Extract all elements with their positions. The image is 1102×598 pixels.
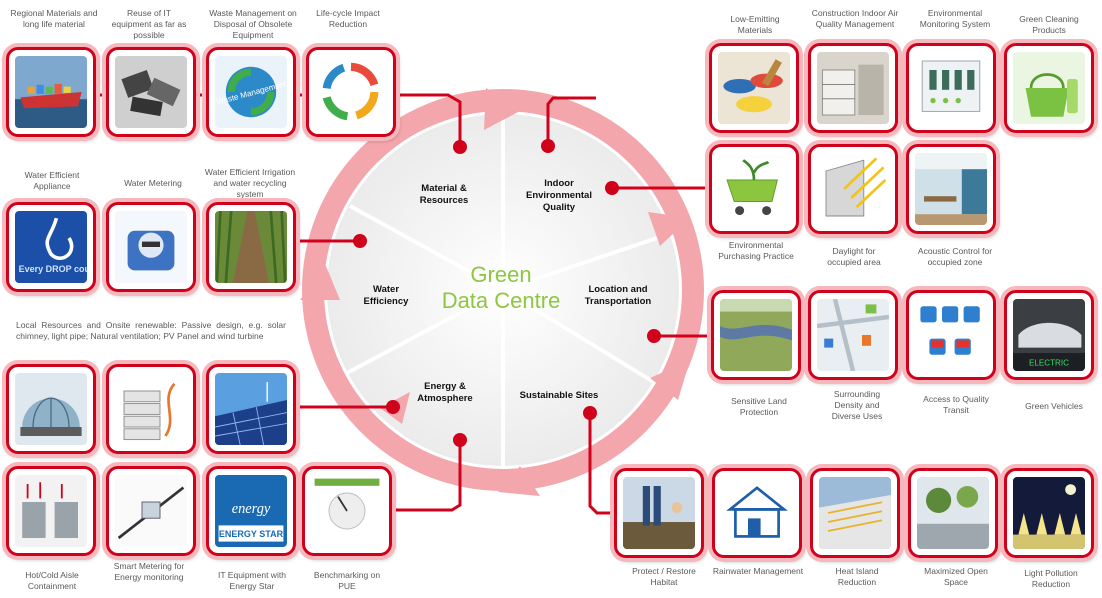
label-green-vehicles: Green Vehicles [1025,401,1083,411]
electric-text: ELECTRIC [1029,359,1069,368]
tile-acoustic-control [906,144,996,234]
label-smart-metering: Smart Metering for Energy monitoring [113,561,185,582]
tile-protect-habitat [614,468,704,558]
label-rainwater-management: Rainwater Management [712,566,804,576]
label-green-cleaning: Green Cleaning Products [1019,14,1079,35]
label-low-emitting: Low-Emitting Materials [730,14,780,35]
tile-construction-iaq [808,43,898,133]
label-surrounding-density: Surrounding Density and Diverse Uses [831,389,883,421]
tile-water-efficient-appliance: Every DROP counts [6,202,96,292]
center-title-line2: Data Centre [441,288,561,313]
tile-open-space [908,468,998,558]
tile-low-emitting [709,43,799,133]
label-construction-iaq: Construction Indoor Air Quality Manageme… [811,8,899,29]
label-waste-management: Waste Management on Disposal of Obsolete… [209,8,297,40]
tile-green-vehicles: ELECTRIC [1004,290,1094,380]
tile-heat-island [810,468,900,558]
tile-environmental-purchasing [709,144,799,234]
label-local-resources-note: Local Resources and Onsite renewable: Pa… [16,320,286,341]
label-environmental-monitoring: Environmental Monitoring System [919,8,991,29]
label-sensitive-land: Sensitive Land Protection [731,396,787,417]
tile-green-cleaning [1004,43,1094,133]
center-title-line1: Green [470,262,532,287]
tile-reuse-it [106,47,196,137]
tile-access-transit [906,290,996,380]
label-protect-habitat: Protect / Restore Habitat [632,566,696,587]
tile-sensitive-land [711,290,801,380]
label-lifecycle-impact: Life-cycle Impact Reduction [316,8,380,29]
label-reuse-it: Reuse of IT equipment as far as possible [111,8,187,40]
tile-regional-materials [6,47,96,137]
tile-passive-design [6,364,96,454]
tile-waste-management: Waste Management [206,47,296,137]
tile-energy-star: energy ENERGY STAR [206,466,296,556]
energy-logo-text: energy [232,501,271,517]
tile-hot-cold-aisle [6,466,96,556]
every-drop-text: Every DROP counts [19,264,87,274]
segment-energy-atmosphere: Energy & Atmosphere [417,381,473,404]
segment-location-transportation: Location and Transportation [584,284,652,307]
segment-water-efficiency: Water Efficiency [363,284,409,307]
tile-light-pollution [1004,468,1094,558]
tile-water-irrigation [206,202,296,292]
label-access-transit: Access to Quality Transit [923,394,989,415]
tile-rainwater-management [712,468,802,558]
tile-benchmarking-pue [302,466,392,556]
center-title: Green Data Centre [431,262,571,314]
label-benchmarking-pue: Benchmarking on PUE [313,570,381,591]
segment-sustainable-sites: Sustainable Sites [519,390,599,401]
label-it-energy-star: IT Equipment with Energy Star [218,570,286,591]
label-acoustic-control: Acoustic Control for occupied zone [917,246,993,267]
tile-water-metering [106,202,196,292]
tile-pv-panel-wind-turbine [206,364,296,454]
label-water-efficient-appliance: Water Efficient Appliance [24,170,80,191]
label-water-metering: Water Metering [124,178,182,188]
tile-daylight [808,144,898,234]
label-heat-island: Heat Island Reduction [835,566,879,587]
label-regional-materials: Regional Materials and long life materia… [10,8,98,29]
segment-indoor-environmental-quality: Indoor Environmental Quality [526,178,592,213]
energy-star-text: ENERGY STAR [219,529,284,539]
tile-natural-ventilation [106,364,196,454]
label-water-irrigation: Water Efficient Irrigation and water rec… [204,167,296,199]
label-hot-cold-aisle: Hot/Cold Aisle Containment [25,570,79,591]
tile-smart-metering [106,466,196,556]
tile-surrounding-density [808,290,898,380]
label-daylight: Daylight for occupied area [827,246,881,267]
segment-material-resources: Material & Resources [419,183,469,206]
tile-environmental-monitoring [906,43,996,133]
label-environmental-purchasing: Environmental Purchasing Practice [718,240,794,261]
label-open-space: Maximized Open Space [924,566,988,587]
label-light-pollution: Light Pollution Reduction [1024,568,1078,589]
tile-lifecycle-impact [306,47,396,137]
